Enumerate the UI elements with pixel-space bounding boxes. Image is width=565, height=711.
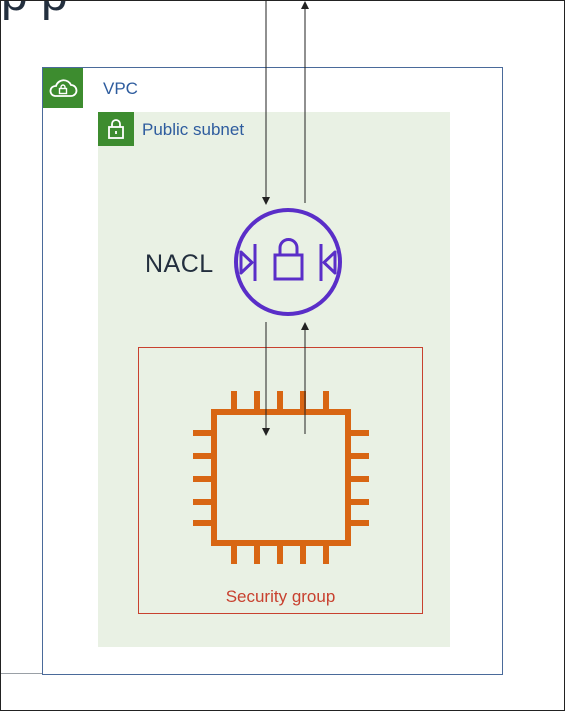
cut-off-line	[1, 673, 42, 674]
ec2-chip-icon	[193, 391, 369, 564]
traffic-arrows	[262, 1, 309, 436]
cloud-lock-icon-svg	[49, 79, 78, 97]
public-subnet-label: Public subnet	[142, 120, 245, 139]
lock-icon	[98, 112, 134, 146]
security-group-container	[138, 347, 423, 614]
cut-off-heading: p p	[1, 1, 68, 22]
vpc-container	[42, 67, 503, 675]
lock-icon-svg	[108, 119, 124, 139]
security-group-label: Security group	[225, 587, 336, 606]
cloud-lock-icon	[43, 68, 83, 108]
nacl-icon	[234, 208, 342, 316]
vpc-label: VPC	[103, 79, 138, 98]
public-subnet-container	[98, 112, 450, 647]
nacl-label: NACL	[145, 250, 214, 278]
